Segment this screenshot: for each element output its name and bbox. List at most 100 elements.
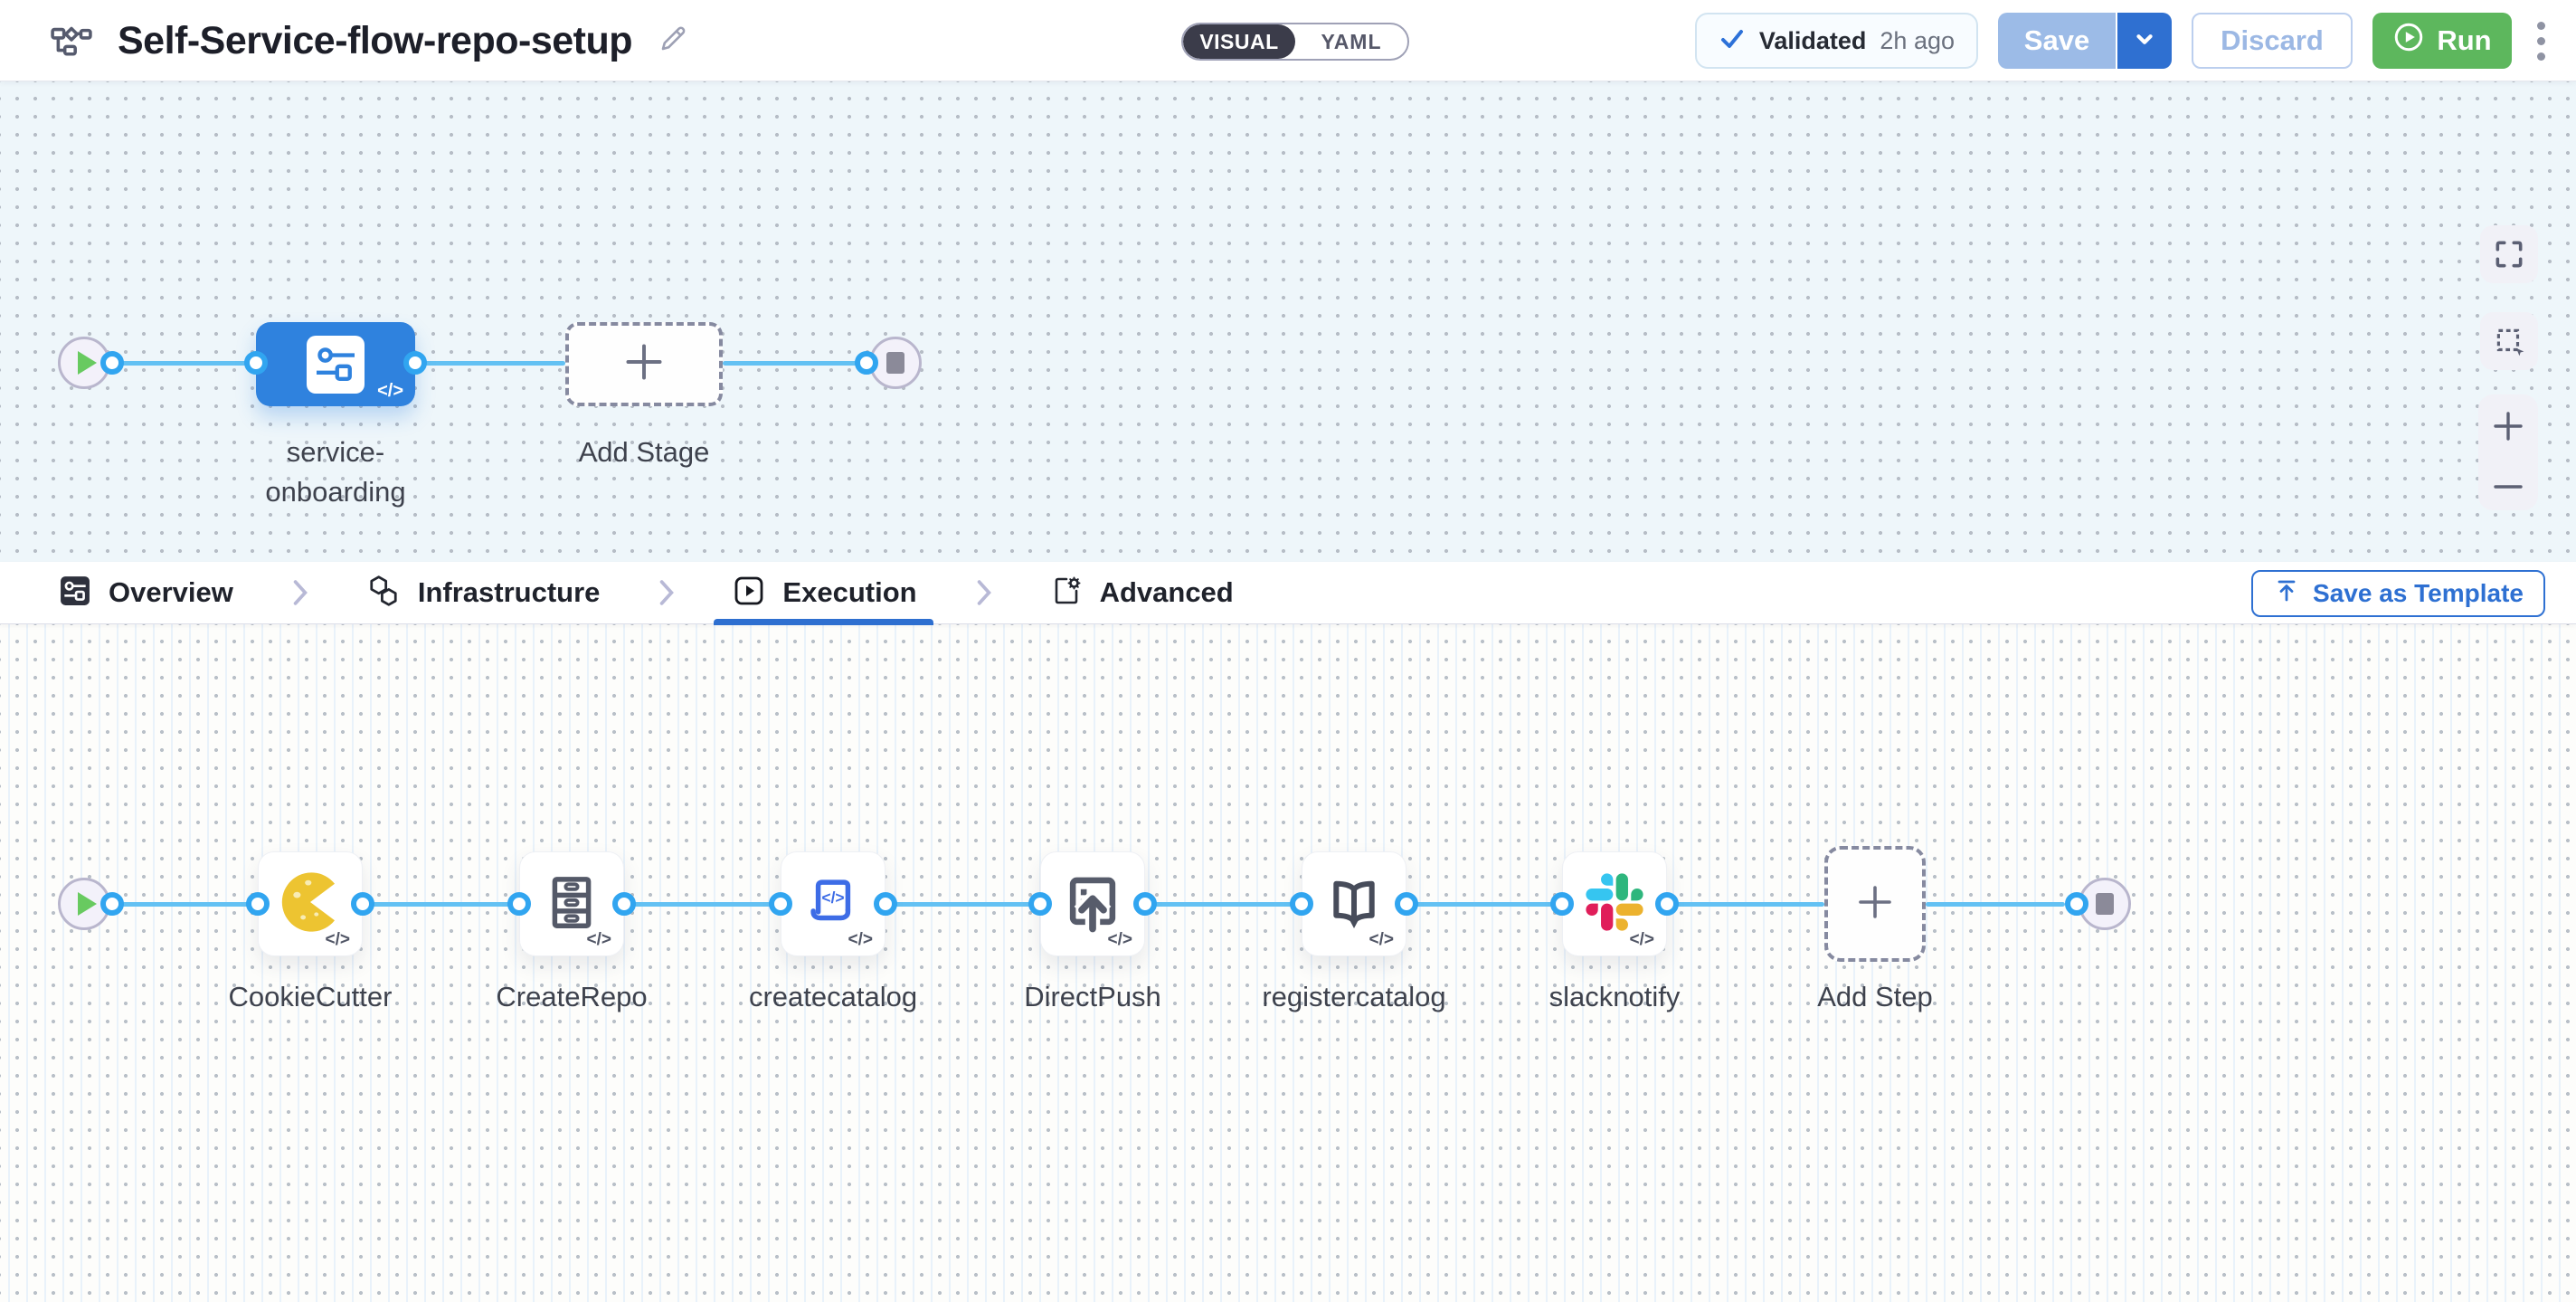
chevron-right-icon	[977, 580, 991, 605]
marquee-select-button[interactable]	[2480, 312, 2538, 370]
stage-node-service-onboarding[interactable]: </>	[256, 322, 415, 406]
plus-icon	[623, 341, 665, 387]
more-options-menu[interactable]	[2532, 21, 2551, 61]
custom-stage-icon	[307, 335, 365, 394]
connector-line	[1926, 902, 2065, 907]
connector-port	[2065, 892, 2088, 916]
fullscreen-button[interactable]	[2480, 225, 2538, 283]
slack-icon	[1586, 872, 1643, 936]
toggle-yaml[interactable]: YAML	[1321, 29, 1382, 53]
stage-canvas[interactable]: </> service- onboarding Add Stage	[0, 81, 2576, 562]
step-label: slacknotify	[1548, 981, 1681, 1012]
connector-port	[1550, 892, 1574, 916]
zoom-controls	[2478, 394, 2538, 510]
run-play-icon	[2392, 21, 2425, 61]
connector-port	[246, 892, 270, 916]
zoom-in-button[interactable]	[2490, 408, 2526, 444]
connector-port	[1395, 892, 1418, 916]
directpush-icon	[1061, 870, 1124, 938]
advanced-icon	[1051, 575, 1082, 611]
end-stop-icon	[886, 352, 904, 374]
code-badge: </>	[1368, 930, 1394, 949]
connector-port	[507, 892, 531, 916]
execution-icon	[734, 575, 764, 611]
step-node-createcatalog[interactable]: </> </>	[781, 851, 886, 956]
connector-port	[100, 892, 124, 916]
code-badge: </>	[325, 930, 350, 949]
overview-icon	[60, 575, 90, 611]
connector-port	[351, 892, 374, 916]
zoom-out-button[interactable]	[2490, 477, 2526, 497]
step-node-createrepo[interactable]: </>	[519, 851, 624, 956]
connector-port	[403, 351, 427, 375]
connector-line	[624, 902, 781, 907]
stage-tab-bar: Overview Infrastructure Ex	[0, 562, 2576, 625]
discard-button[interactable]: Discard	[2192, 13, 2353, 69]
save-options-button[interactable]	[2117, 13, 2172, 69]
connector-line	[886, 902, 1040, 907]
check-icon	[1719, 25, 1746, 57]
save-button[interactable]: Save	[1998, 13, 2117, 69]
step-label: CreateRepo	[496, 981, 648, 1012]
code-badge: </>	[377, 381, 403, 401]
plus-icon	[1856, 883, 1894, 926]
start-play-icon	[78, 892, 97, 916]
connector-port	[769, 892, 792, 916]
visual-yaml-toggle: VISUAL YAML	[1181, 23, 1409, 61]
connector-port	[1290, 892, 1313, 916]
tab-overview[interactable]: Overview	[52, 562, 241, 624]
code-badge: </>	[1107, 930, 1132, 949]
code-badge: </>	[1629, 930, 1654, 949]
step-node-registercatalog[interactable]: </>	[1302, 851, 1406, 956]
chevron-right-icon	[293, 580, 308, 605]
add-stage-button[interactable]	[565, 322, 723, 406]
step-label: CookieCutter	[228, 981, 393, 1012]
tab-infrastructure[interactable]: Infrastructure	[360, 562, 608, 624]
add-step-button[interactable]	[1824, 846, 1926, 962]
tab-advanced[interactable]: Advanced	[1044, 562, 1241, 624]
cookiecutter-icon	[278, 870, 343, 939]
execution-canvas[interactable]: </> </> </>	[0, 624, 2576, 1302]
connector-line	[112, 361, 256, 366]
step-label: createcatalog	[748, 981, 918, 1012]
save-as-template-button[interactable]: Save as Template	[2251, 570, 2545, 617]
toggle-visual[interactable]: VISUAL	[1183, 24, 1295, 59]
run-button[interactable]: Run	[2372, 13, 2512, 69]
step-label: registercatalog	[1262, 981, 1446, 1012]
createrepo-icon	[540, 870, 603, 938]
step-node-cookiecutter[interactable]: </>	[258, 851, 363, 956]
connector-port	[874, 892, 897, 916]
step-label: DirectPush	[1024, 981, 1161, 1012]
connector-port	[1133, 892, 1157, 916]
registercatalog-icon	[1322, 870, 1386, 938]
connector-line	[415, 361, 565, 366]
connector-line	[112, 902, 258, 907]
connector-line	[1406, 902, 1562, 907]
connector-line	[1667, 902, 1824, 907]
upload-icon	[2273, 577, 2300, 611]
page-title: Self-Service-flow-repo-setup	[118, 18, 633, 62]
connector-port	[100, 351, 124, 375]
start-play-icon	[78, 351, 97, 375]
end-stop-icon	[2096, 893, 2114, 915]
connector-port	[244, 351, 268, 375]
pipeline-flow-icon	[51, 21, 92, 62]
connector-line	[363, 902, 519, 907]
add-step-label: Add Step	[1817, 981, 1933, 1012]
step-node-slacknotify[interactable]: </>	[1562, 851, 1667, 956]
svg-text:</>: </>	[821, 889, 844, 907]
stage-label: service- onboarding	[265, 436, 406, 508]
header: Self-Service-flow-repo-setup VISUAL YAML…	[0, 0, 2576, 81]
add-stage-label: Add Stage	[578, 436, 710, 468]
step-node-directpush[interactable]: </>	[1040, 851, 1145, 956]
validated-badge[interactable]: Validated 2h ago	[1694, 13, 1978, 69]
code-badge: </>	[586, 930, 611, 949]
code-badge: </>	[848, 930, 873, 949]
connector-line	[1145, 902, 1302, 907]
chevron-down-icon	[2131, 25, 2158, 57]
tab-execution[interactable]: Execution	[714, 562, 933, 625]
edit-title-icon[interactable]	[658, 24, 688, 59]
chevron-right-icon	[659, 580, 675, 605]
validated-label: Validated	[1758, 26, 1867, 54]
